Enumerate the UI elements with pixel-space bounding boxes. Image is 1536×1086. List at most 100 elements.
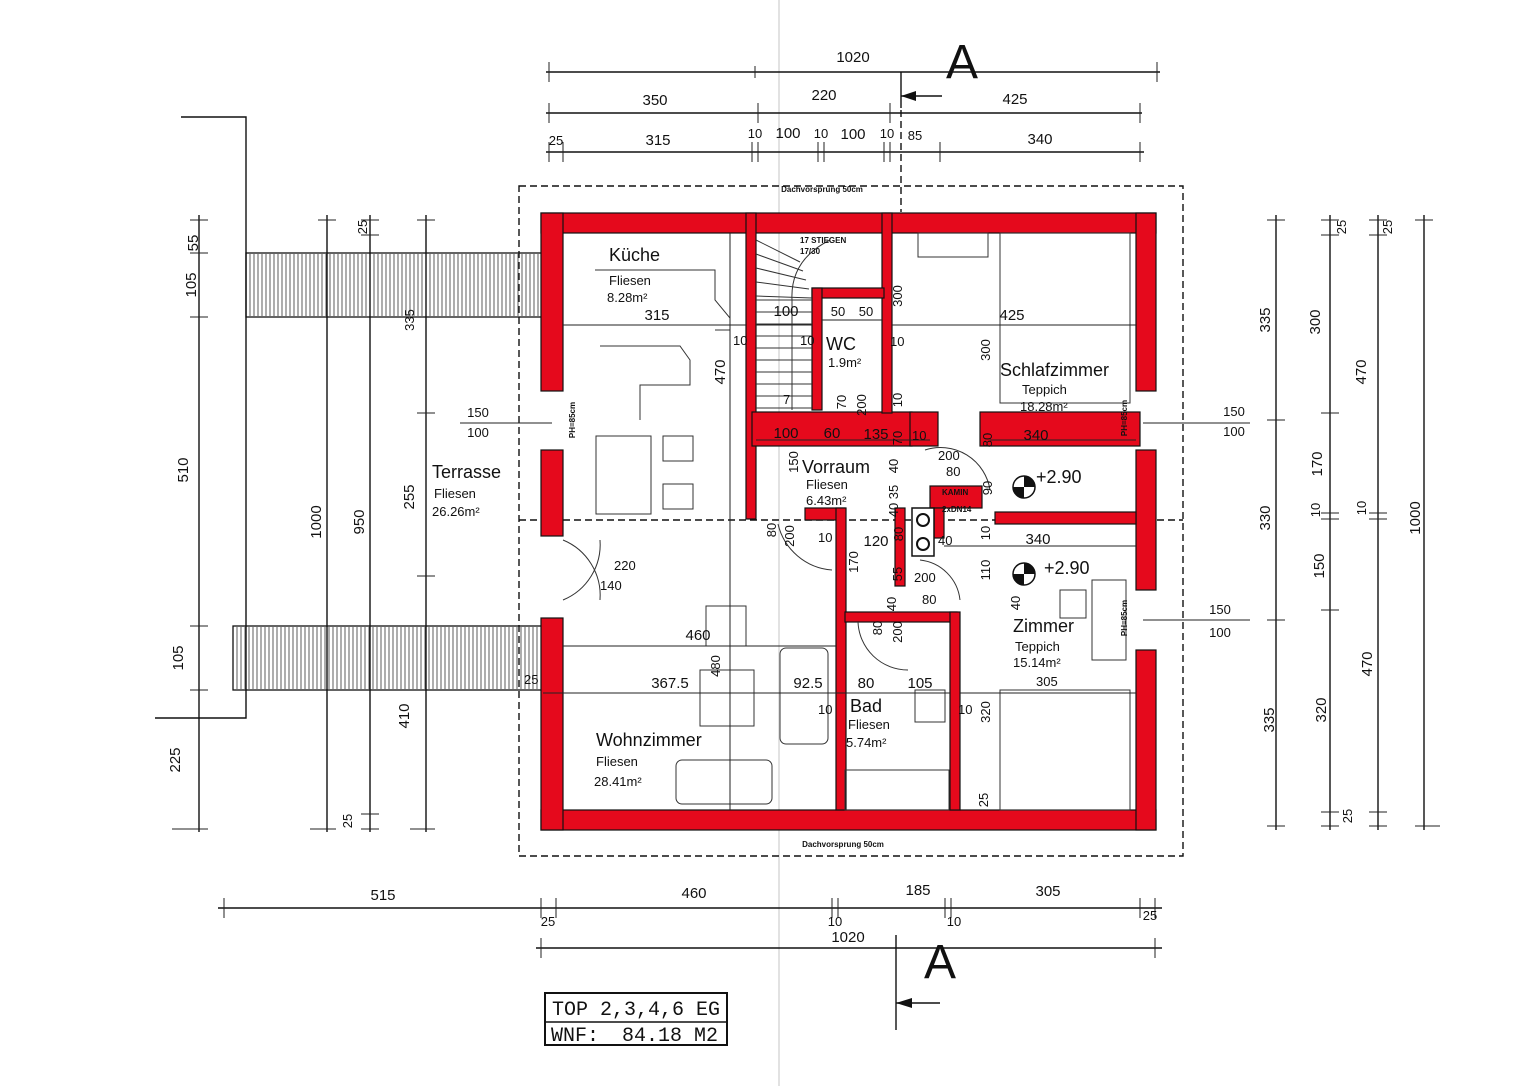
svg-text:470: 470 — [1353, 359, 1370, 384]
svg-text:25: 25 — [524, 672, 538, 687]
door-swings — [562, 447, 991, 671]
svg-text:55: 55 — [890, 567, 905, 581]
room-name: Wohnzimmer — [596, 730, 702, 750]
dimension-right: 335 330 335 25 300 170 10 150 320 25 25 … — [1257, 215, 1440, 830]
stair-tread — [755, 281, 810, 290]
title-wnf-label: WNF: — [551, 1025, 599, 1048]
room-name: WC — [826, 334, 856, 354]
svg-text:40: 40 — [886, 459, 901, 473]
svg-text:PH=85cm: PH=85cm — [1120, 400, 1129, 436]
svg-text:10: 10 — [978, 526, 993, 540]
svg-text:25: 25 — [541, 914, 555, 929]
svg-text:2xDN14: 2xDN14 — [942, 505, 972, 514]
svg-text:367.5: 367.5 — [651, 675, 689, 692]
dim-left-b: 105 — [183, 272, 200, 297]
svg-text:35: 35 — [886, 485, 901, 499]
svg-text:200: 200 — [854, 394, 869, 416]
dim-left-h: 25 — [355, 220, 370, 234]
svg-text:A: A — [924, 936, 956, 989]
dim-top-l: 340 — [1027, 131, 1052, 148]
svg-text:70: 70 — [890, 431, 905, 445]
dim-top-g: 100 — [775, 125, 800, 142]
svg-text:1000: 1000 — [1407, 501, 1424, 534]
svg-text:305: 305 — [1036, 674, 1058, 689]
svg-text:25: 25 — [1380, 220, 1395, 234]
svg-text:425: 425 — [999, 307, 1024, 324]
dim-top-e: 315 — [645, 132, 670, 149]
dim-top-a: 350 — [642, 92, 667, 109]
title-block: TOP 2,3,4,6 EG WNF: 84.18 M2 — [544, 992, 728, 1048]
svg-text:10: 10 — [828, 914, 842, 929]
svg-text:10: 10 — [912, 428, 926, 443]
dim-left-c: 510 — [175, 457, 192, 482]
dim-left-d: 105 — [170, 645, 187, 670]
stair-tread — [755, 295, 813, 299]
room-floor: Fliesen — [596, 754, 638, 769]
svg-text:50: 50 — [859, 304, 873, 319]
room-name: Vorraum — [802, 457, 870, 477]
svg-text:340: 340 — [1023, 427, 1048, 444]
room-area: 15.14m² — [1013, 655, 1061, 670]
svg-text:110: 110 — [978, 560, 993, 581]
title-wnf-value: 84.18 M2 — [622, 1025, 718, 1048]
svg-text:200: 200 — [890, 621, 905, 643]
dim-top-c: 425 — [1002, 91, 1027, 108]
svg-text:17 STIEGEN: 17 STIEGEN — [800, 236, 846, 245]
dim-left-l: 410 — [396, 703, 413, 728]
svg-text:100: 100 — [1209, 625, 1231, 640]
dim-left-i: 25 — [340, 814, 355, 828]
svg-text:460: 460 — [685, 627, 710, 644]
dim-left-k: 255 — [401, 484, 418, 509]
room-area: 18.28m² — [1020, 399, 1068, 414]
svg-text:80: 80 — [946, 464, 960, 479]
svg-text:PH=85cm: PH=85cm — [568, 402, 577, 438]
svg-text:100: 100 — [773, 303, 798, 320]
dim-top-k: 85 — [908, 128, 922, 143]
room-name: Küche — [609, 245, 660, 265]
dim-top-d: 25 — [549, 133, 563, 148]
room-area: 26.26m² — [432, 504, 480, 519]
room-area: 6.43m² — [806, 493, 847, 508]
dimension-top: 1020 350 220 425 25 315 10 100 10 100 10… — [546, 49, 1160, 162]
room-floor: Teppich — [1022, 382, 1067, 397]
svg-text:17/30: 17/30 — [800, 247, 821, 256]
svg-text:10: 10 — [947, 914, 961, 929]
window-left: 150 100 PH=85cm — [460, 402, 577, 440]
room-floor: Teppich — [1015, 639, 1060, 654]
svg-text:80: 80 — [891, 527, 906, 541]
svg-text:10: 10 — [890, 393, 905, 407]
svg-text:150: 150 — [467, 405, 489, 420]
svg-text:140: 140 — [600, 578, 622, 593]
chimney: KAMIN 2xDN14 — [911, 488, 972, 557]
svg-text:70: 70 — [834, 395, 849, 409]
room-area: 8.28m² — [607, 290, 648, 305]
dimension-left: 55 105 510 105 225 1000 25 950 25 335 25… — [167, 215, 435, 832]
dim-left-j: 335 — [402, 309, 417, 331]
walls — [540, 212, 1157, 831]
stair-tread — [755, 253, 804, 272]
svg-text:25: 25 — [1334, 220, 1349, 234]
svg-text:120: 120 — [863, 533, 888, 550]
svg-text:150: 150 — [1223, 404, 1245, 419]
svg-text:A: A — [946, 36, 978, 89]
dim-left-e: 225 — [167, 747, 184, 772]
svg-text:100: 100 — [773, 425, 798, 442]
svg-text:335: 335 — [1257, 307, 1274, 332]
stair-tread — [755, 239, 801, 263]
svg-text:92.5: 92.5 — [793, 675, 822, 692]
room-floor: Fliesen — [806, 477, 848, 492]
room-floor: Fliesen — [434, 486, 476, 501]
svg-text:25: 25 — [1143, 908, 1157, 923]
staircase: 17 STIEGEN 17/30 7 — [755, 236, 846, 410]
svg-text:10: 10 — [818, 702, 832, 717]
room-name: Bad — [850, 696, 882, 716]
svg-text:150: 150 — [1209, 602, 1231, 617]
stair-tread — [755, 267, 807, 281]
svg-text:10: 10 — [1354, 501, 1369, 515]
svg-text:300: 300 — [978, 339, 993, 361]
room-floor: Fliesen — [609, 273, 651, 288]
svg-text:300: 300 — [1307, 309, 1324, 334]
svg-text:185: 185 — [905, 882, 930, 899]
svg-text:330: 330 — [1257, 505, 1274, 530]
